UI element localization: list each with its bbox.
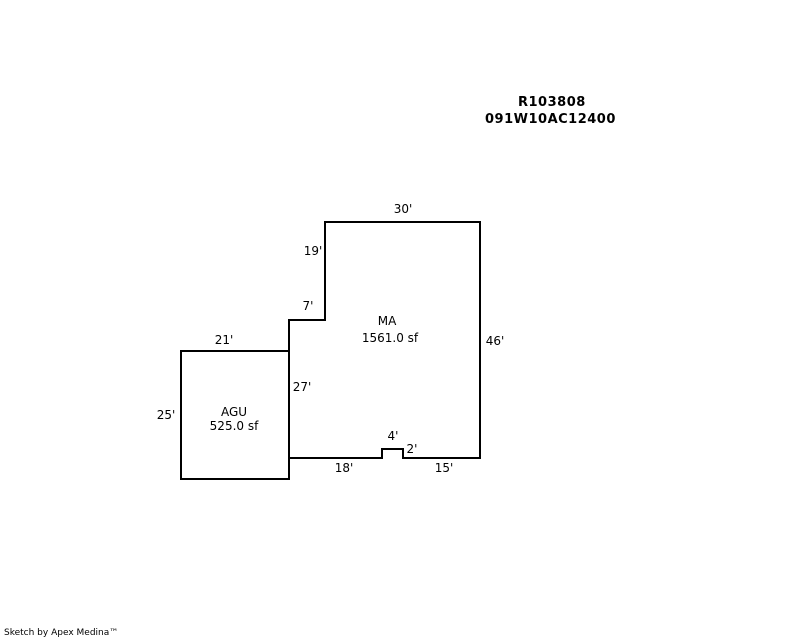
agu-code-label: AGU (221, 405, 247, 419)
dim-ma-notch-depth: 2' (407, 442, 418, 456)
account-id: R103808 (518, 95, 586, 110)
ma-outline (288, 221, 481, 459)
dim-ma-top: 30' (394, 202, 413, 216)
agu-area-label: 525.0 sf (210, 419, 259, 433)
dim-ma-left-lower: 27' (293, 380, 312, 394)
parcel-number: 091W10AC12400 (485, 112, 616, 127)
dim-agu-top: 21' (215, 333, 234, 347)
ma-area-label: 1561.0 sf (362, 331, 419, 345)
dim-ma-bottom-left: 18' (335, 461, 354, 475)
ma-code-label: MA (378, 314, 397, 328)
footer-credit: Sketch by Apex Medina™ (4, 628, 119, 638)
dim-ma-left-upper: 19' (304, 244, 323, 258)
dim-agu-left: 25' (157, 408, 176, 422)
agu-outline (180, 350, 290, 480)
dim-ma-bottom-right: 15' (435, 461, 454, 475)
dim-ma-right: 46' (486, 334, 505, 348)
dim-ma-step: 7' (303, 299, 314, 313)
dim-ma-notch-width: 4' (388, 429, 399, 443)
